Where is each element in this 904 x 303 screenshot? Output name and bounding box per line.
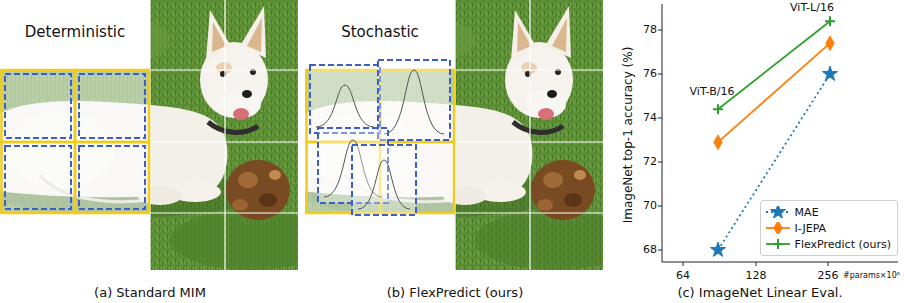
masked-patch bbox=[305, 213, 455, 270]
prediction-box bbox=[79, 146, 145, 209]
stochastic-prediction bbox=[310, 65, 380, 133]
stochastic-prediction bbox=[358, 160, 410, 209]
point-annotation: ViT-L/16 bbox=[790, 2, 834, 14]
axis-tick bbox=[828, 262, 829, 266]
masked-patch bbox=[0, 213, 150, 270]
accuracy-chart bbox=[658, 4, 898, 266]
legend-marker bbox=[770, 206, 785, 218]
axis-title: ImageNet top-1 accuracy (%) bbox=[622, 47, 635, 224]
data-marker bbox=[826, 36, 834, 50]
tick-label: 68 bbox=[643, 244, 657, 256]
tick-label: 78 bbox=[643, 24, 657, 36]
data-marker bbox=[714, 135, 722, 149]
patch-grid bbox=[455, 69, 603, 70]
stochastic-prediction bbox=[378, 60, 450, 140]
prediction-box bbox=[5, 74, 145, 209]
patch-grid bbox=[150, 0, 298, 270]
panel-heading: Stochastic bbox=[341, 24, 419, 41]
patch-grid bbox=[455, 212, 603, 213]
legend-marker bbox=[773, 222, 781, 234]
series-line bbox=[718, 21, 830, 109]
prediction-box bbox=[79, 74, 145, 138]
legend-entry: FlexPredict (ours) bbox=[765, 236, 891, 252]
patch-grid bbox=[455, 141, 603, 142]
axis-tick bbox=[658, 162, 662, 163]
tick-label: 64 bbox=[676, 270, 690, 282]
legend-text: FlexPredict (ours) bbox=[795, 238, 891, 251]
legend-entry: I-JEPA bbox=[765, 220, 891, 236]
legend-sample bbox=[765, 206, 791, 218]
stochastic-prediction bbox=[352, 145, 416, 215]
prediction-box bbox=[5, 74, 71, 138]
patch-grid bbox=[150, 212, 298, 213]
axis-tick bbox=[756, 262, 757, 266]
target-patch-overlay bbox=[0, 70, 150, 213]
legend-sample bbox=[765, 238, 791, 250]
masked-patch bbox=[0, 0, 150, 70]
data-marker bbox=[710, 242, 725, 256]
series-line bbox=[718, 43, 830, 142]
data-marker bbox=[713, 104, 723, 114]
subfigure-caption: (b) FlexPredict (ours) bbox=[387, 286, 523, 300]
dog-photo bbox=[295, 0, 635, 270]
target-patch-box bbox=[75, 70, 149, 142]
axis-title: #params×10⁶ bbox=[843, 272, 900, 281]
legend-entry: MAE bbox=[765, 204, 891, 220]
dog-photo bbox=[0, 0, 330, 270]
legend-text: I-JEPA bbox=[795, 222, 826, 235]
tick-label: 72 bbox=[643, 156, 657, 168]
stochastic-prediction bbox=[384, 70, 444, 134]
target-patch-box bbox=[2, 142, 76, 213]
patch-grid bbox=[150, 69, 298, 70]
target-patch-box bbox=[75, 142, 149, 213]
data-series bbox=[713, 16, 835, 114]
patch-grid bbox=[224, 0, 225, 270]
target-patch-box bbox=[2, 70, 76, 142]
flexpredict-illustration bbox=[295, 0, 635, 270]
standard-mim-illustration bbox=[0, 0, 330, 270]
stochastic-prediction bbox=[310, 60, 450, 215]
legend-sample bbox=[765, 222, 791, 234]
tick-label: 74 bbox=[643, 112, 657, 124]
axis-tick bbox=[683, 262, 684, 266]
patch-grid bbox=[150, 141, 298, 142]
chart-axis bbox=[662, 4, 898, 262]
axis-tick bbox=[658, 250, 662, 251]
patch-grid bbox=[455, 0, 603, 270]
point-annotation: ViT-B/16 bbox=[690, 86, 735, 98]
tick-label: 128 bbox=[746, 270, 767, 282]
tick-label: 70 bbox=[643, 200, 657, 212]
prediction-box bbox=[5, 146, 71, 209]
stochastic-prediction bbox=[316, 85, 374, 127]
data-marker bbox=[825, 16, 835, 26]
tick-label: 76 bbox=[643, 68, 657, 80]
data-marker bbox=[822, 66, 837, 80]
legend-marker bbox=[773, 239, 783, 249]
axis-tick bbox=[658, 30, 662, 31]
tick-label: 256 bbox=[818, 270, 839, 282]
axis-tick bbox=[658, 206, 662, 207]
legend-text: MAE bbox=[795, 206, 819, 219]
axis-tick bbox=[658, 118, 662, 119]
legend: MAE I-JEPA FlexPredict (ours) bbox=[760, 200, 898, 256]
subfigure-caption: (c) ImageNet Linear Eval. bbox=[677, 286, 842, 300]
subfigure-caption: (a) Standard MIM bbox=[94, 286, 206, 300]
panel-heading: Deterministic bbox=[25, 24, 125, 41]
axis-tick bbox=[658, 74, 662, 75]
patch-grid bbox=[529, 0, 530, 270]
target-patch-box bbox=[2, 70, 150, 213]
